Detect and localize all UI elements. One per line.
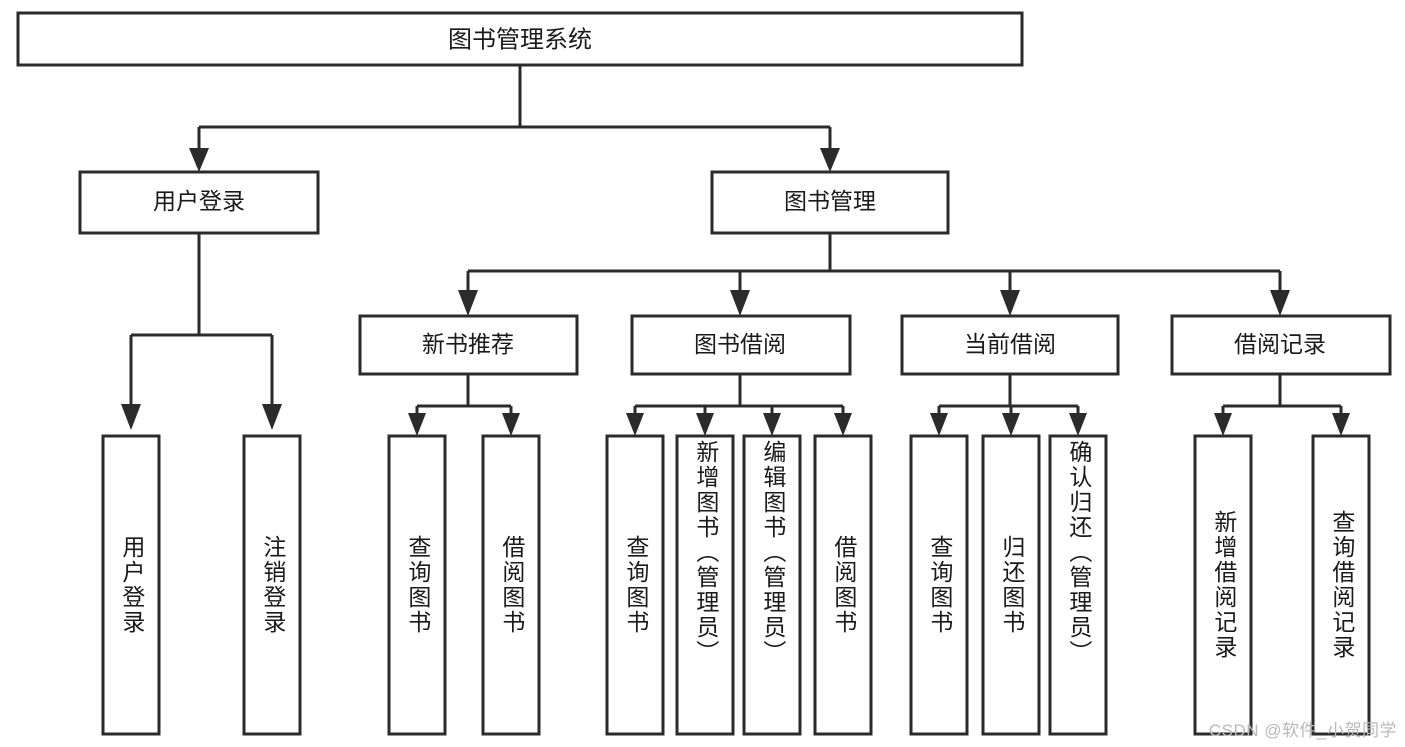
leaf-bw-add-box[interactable] <box>675 434 735 736</box>
leaf-rec-add-box[interactable] <box>1193 434 1253 736</box>
node-book-manage-label: 图书管理 <box>784 188 876 214</box>
node-user-login-box[interactable] <box>78 170 320 235</box>
arrow-head-cur-confirm <box>1069 413 1087 436</box>
node-root-label: 图书管理系统 <box>448 26 592 53</box>
node-root[interactable]: 图书管理系统 <box>16 11 1024 67</box>
node-borrow-records[interactable]: 借阅记录 <box>1170 314 1392 376</box>
node-book-manage-box[interactable] <box>710 170 950 235</box>
arrow-head-bw-query <box>626 413 644 436</box>
node-current-borrow-label: 当前借阅 <box>964 331 1056 357</box>
arrow-head-leaf-logout <box>262 404 282 430</box>
leaf-boxes-group <box>101 434 1371 736</box>
watermark-text: CSDN @软件_小贺同学 <box>1208 721 1397 740</box>
node-book-borrow-box[interactable] <box>630 314 852 376</box>
arrow-head-current <box>1000 290 1020 316</box>
node-borrow-records-label: 借阅记录 <box>1234 331 1326 357</box>
arrow-head-rec-query <box>1332 413 1350 436</box>
node-new-book-label: 新书推荐 <box>422 331 514 357</box>
node-borrow-records-box[interactable] <box>1170 314 1392 376</box>
arrow-head-cur-return <box>1002 413 1020 436</box>
arrow-head-leaf-user-login <box>121 404 141 430</box>
node-current-borrow[interactable]: 当前借阅 <box>900 314 1120 376</box>
arrow-head-user-login <box>189 148 209 172</box>
leaf-logout-box[interactable] <box>242 434 302 736</box>
leaf-user-login-box[interactable] <box>101 434 161 736</box>
leaf-nb-borrow-box[interactable] <box>481 434 541 736</box>
arrow-head-bw-borrow <box>834 413 852 436</box>
connectors-group <box>121 65 1350 436</box>
leaf-cur-query-box[interactable] <box>909 434 969 736</box>
node-current-borrow-box[interactable] <box>900 314 1120 376</box>
arrow-head-new-book <box>458 290 478 316</box>
arrow-head-book-manage <box>820 148 840 172</box>
arrow-head-records <box>1270 290 1290 316</box>
arrow-head-borrow <box>730 290 750 316</box>
leaf-bw-edit-box[interactable] <box>742 434 802 736</box>
leaf-rec-query-box[interactable] <box>1311 434 1371 736</box>
node-new-book[interactable]: 新书推荐 <box>358 314 579 376</box>
leaf-bw-query-box[interactable] <box>605 434 665 736</box>
leaf-cur-confirm-box[interactable] <box>1048 434 1108 736</box>
node-book-borrow-label: 图书借阅 <box>694 331 786 357</box>
arrow-head-nb-query <box>408 413 426 436</box>
node-new-book-box[interactable] <box>358 314 579 376</box>
leaf-bw-borrow-box[interactable] <box>813 434 873 736</box>
node-book-manage[interactable]: 图书管理 <box>710 170 950 235</box>
arrow-head-rec-add <box>1214 413 1232 436</box>
arrow-head-bw-add <box>696 413 714 436</box>
arrow-head-cur-query <box>930 413 948 436</box>
node-user-login[interactable]: 用户登录 <box>78 170 320 235</box>
leaf-nb-query-box[interactable] <box>387 434 447 736</box>
node-user-login-label: 用户登录 <box>153 188 245 214</box>
arrow-head-bw-edit <box>763 413 781 436</box>
leaf-cur-return-box[interactable] <box>981 434 1041 736</box>
node-root-box[interactable] <box>16 11 1024 67</box>
node-book-borrow[interactable]: 图书借阅 <box>630 314 852 376</box>
arrow-head-nb-borrow <box>502 413 520 436</box>
